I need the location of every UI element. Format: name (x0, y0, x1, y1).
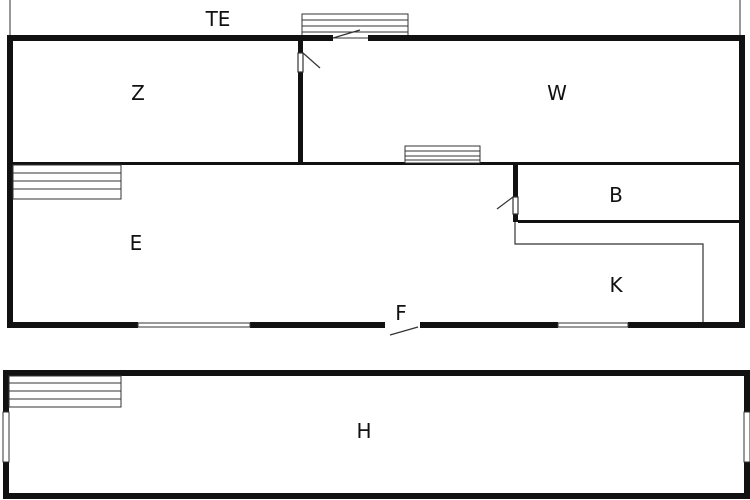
stairs-h (8, 375, 122, 408)
lower-side-windows (2, 411, 750, 463)
stairs-e (12, 164, 122, 200)
upper-building-walls (7, 35, 745, 328)
label-room-e: E (130, 231, 143, 255)
terrace-stairs (301, 13, 409, 39)
label-entrance-f: F (395, 301, 407, 325)
partition-k (514, 222, 704, 322)
wall-z-w (298, 41, 303, 164)
label-room-b: B (609, 183, 623, 207)
label-room-h: H (356, 419, 371, 443)
wall-b-bottom (518, 220, 739, 223)
label-room-w: W (547, 81, 567, 105)
label-room-z: Z (131, 81, 145, 105)
stairs-w (404, 145, 481, 164)
top-entry-door (332, 29, 361, 39)
label-terrace: TE (205, 7, 231, 31)
label-room-k: K (609, 273, 623, 297)
entrance-door-f (389, 326, 419, 336)
wall-e-b (513, 165, 518, 222)
wall-upper-horizontal (13, 162, 739, 165)
door-z-w (297, 52, 321, 73)
door-e-b (496, 196, 519, 215)
upper-bottom-windows (137, 322, 629, 328)
